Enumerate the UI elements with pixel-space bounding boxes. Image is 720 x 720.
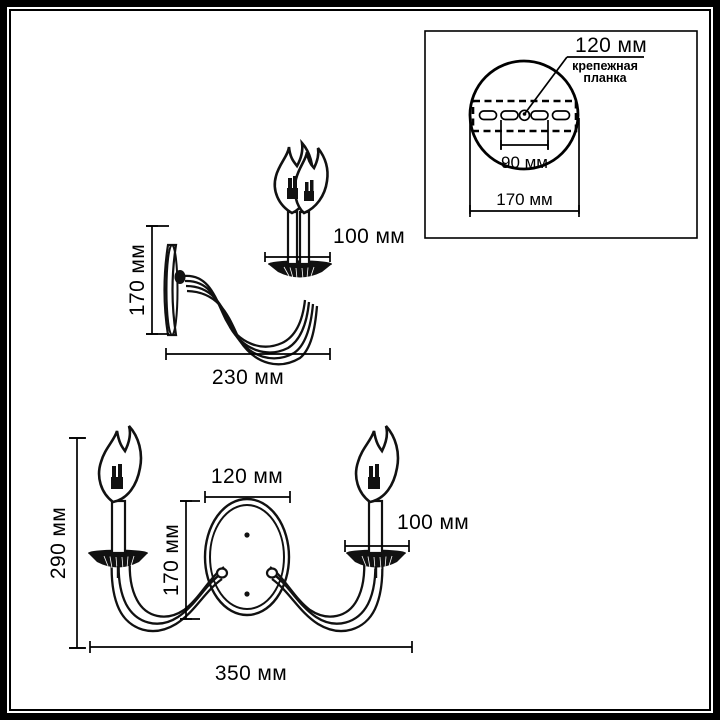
dimension-170mm-mount-label: 170 мм <box>496 190 552 209</box>
front-oval-backplate <box>203 497 291 617</box>
callout-caption-line1: крепежная <box>572 59 638 73</box>
dimension-170mm-side-label: 170 мм <box>126 244 149 316</box>
dimension-100mm-side-label: 100 мм <box>333 225 405 248</box>
side-arm-scrolls <box>183 274 319 366</box>
front-left-candle-tube <box>110 499 127 555</box>
callout-leader <box>522 56 568 116</box>
dimension-170mm-front-label: 170 мм <box>160 524 183 596</box>
dimension-290mm-front: 290 мм <box>47 437 86 649</box>
dimension-170mm-mount: 170 мм <box>469 118 580 217</box>
dimension-170mm-side: 170 мм <box>126 225 169 335</box>
side-arm-knuckle <box>174 270 186 284</box>
front-right-arm-pivot <box>265 567 279 579</box>
front-left-arm-pivot <box>215 567 229 579</box>
front-left-candle <box>88 425 148 578</box>
backplate-screw-hole <box>244 591 250 597</box>
front-right-arm <box>269 556 384 633</box>
front-view-sconce: 100 мм 120 мм 170 мм <box>47 425 469 685</box>
dimension-120mm-front-label: 120 мм <box>211 465 283 488</box>
backplate-screw-hole <box>244 532 250 538</box>
callout-120mm-label: 120 мм <box>575 34 647 57</box>
bracket-slot <box>478 110 498 121</box>
dimension-170mm-front: 170 мм <box>160 500 200 620</box>
front-left-arm <box>110 556 225 633</box>
bracket-slot <box>530 110 549 121</box>
side-backplate <box>163 243 179 337</box>
bracket-slot <box>500 110 519 121</box>
dimension-90mm: 90 мм <box>500 120 549 172</box>
dimension-100mm-side: 100 мм <box>264 225 405 262</box>
mounting-bracket-dashed-rect <box>471 99 578 133</box>
dimension-100mm-front: 100 мм <box>344 511 469 552</box>
dimension-90mm-label: 90 мм <box>501 153 548 172</box>
dimension-350mm-front: 350 мм <box>89 641 413 685</box>
bracket-slot <box>551 110 571 121</box>
dimension-230mm-side-label: 230 мм <box>212 366 284 389</box>
dimension-230mm-side: 230 мм <box>165 348 331 389</box>
dimension-100mm-front-label: 100 мм <box>397 511 469 534</box>
mount-detail-box: 120 мм крепежная планка 90 мм 170 мм <box>424 30 698 239</box>
side-view-sconce: 100 мм 170 мм 230 мм <box>126 138 405 389</box>
dimension-350mm-front-label: 350 мм <box>215 662 287 685</box>
front-right-candle <box>346 425 406 578</box>
dimension-290mm-front-label: 290 мм <box>47 507 70 579</box>
side-flame-bulbs <box>273 138 329 215</box>
callout-caption-line2: планка <box>583 71 627 85</box>
dimension-120mm-front: 120 мм <box>204 465 291 503</box>
